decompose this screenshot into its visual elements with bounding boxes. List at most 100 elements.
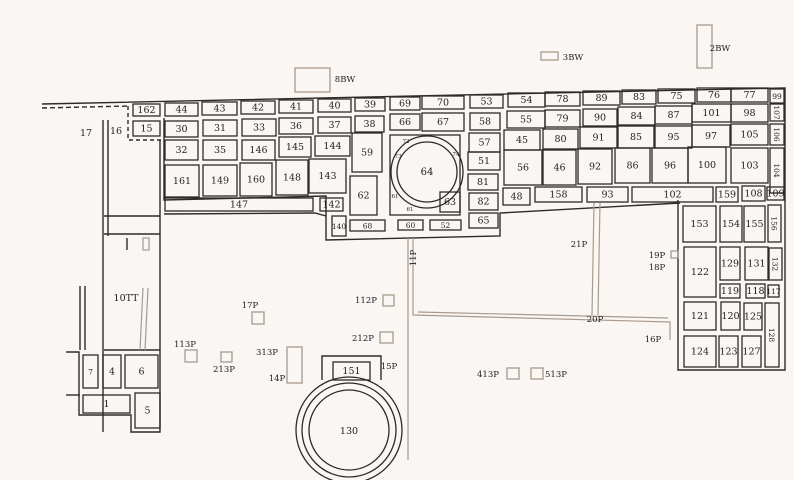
pavilion-label: 18P [649, 263, 666, 273]
room-label: 54 [520, 95, 532, 106]
room-label: 140 [332, 222, 347, 231]
room-90: 90 [582, 108, 618, 127]
room-144: 144 [314, 135, 351, 157]
room-outline [421, 112, 465, 132]
pavilion-19P: 19P [649, 250, 679, 261]
room-label: 121 [691, 311, 709, 322]
room-label: 40 [328, 101, 340, 112]
room-label: 146 [249, 145, 267, 156]
room-label: 132 [771, 257, 780, 272]
room-48: 48 [502, 187, 531, 206]
room-label: 143 [318, 171, 336, 182]
room-outline [389, 96, 421, 111]
room-label: 33 [253, 123, 265, 134]
pavilion-outline [220, 351, 233, 363]
room-125: 125 [743, 302, 763, 331]
room-outline [102, 354, 122, 389]
pavilion-14P: 14P [269, 374, 286, 384]
room-outline [331, 215, 347, 237]
rotunda-sub-label: 74 [453, 152, 460, 158]
room-outline [719, 205, 743, 243]
room-outline [719, 283, 741, 299]
room-outline [354, 97, 386, 112]
room-label: 70 [437, 98, 449, 109]
arena-130 [295, 355, 403, 480]
room-label: 78 [556, 94, 568, 105]
room-outline [579, 126, 618, 149]
room-label: 149 [211, 176, 229, 187]
room-label: 35 [214, 145, 226, 156]
room-outline [240, 100, 276, 115]
room-label: 30 [175, 124, 187, 135]
pavilion-outline [382, 294, 395, 307]
room-outline [730, 123, 769, 146]
room-59: 59 [351, 132, 383, 173]
room-outline [730, 87, 769, 103]
room-outline [769, 147, 785, 194]
pavilion-outline [251, 311, 265, 325]
room-label: 42 [252, 103, 264, 114]
room-label: 36 [290, 121, 302, 132]
room-155: 155 [743, 205, 766, 243]
room-label: 43 [213, 104, 225, 115]
room-4: 4 [102, 354, 122, 389]
room-label: 122 [691, 267, 709, 278]
room-99: 99 [769, 88, 785, 104]
room-outline [764, 302, 780, 368]
pavilion-outline [530, 367, 544, 380]
pavilion-label: 2BW [710, 44, 731, 54]
pavilion-outline [286, 346, 303, 384]
room-104: 104 [769, 147, 785, 194]
room-outline [577, 148, 613, 185]
pavilion-label: 17P [242, 301, 259, 311]
room-121: 121 [683, 301, 717, 331]
room-label: 124 [691, 347, 709, 358]
room-119: 119 [719, 283, 741, 299]
room-89: 89 [582, 90, 621, 106]
pavilion-21P: 21P [571, 240, 588, 250]
room-outline [657, 88, 696, 104]
room-107: 107 [769, 103, 785, 122]
pavilion-18P: 18P [649, 263, 666, 273]
pavilion-label: 112P [355, 296, 377, 306]
room-outline [542, 149, 577, 186]
pavilion-413P: 413P [477, 367, 520, 380]
room-35: 35 [202, 139, 238, 161]
pavilion-outline [696, 24, 713, 69]
room-outline [239, 162, 273, 197]
pavilion-313P: 313P [256, 346, 303, 384]
room-142: 142 [319, 197, 344, 212]
room-outline [468, 212, 499, 229]
room-outline [82, 354, 99, 389]
pavilion-label: 11P [409, 249, 419, 266]
room-label: 81 [477, 177, 489, 188]
room-label: 103 [740, 161, 758, 172]
room-33: 33 [241, 118, 277, 137]
room-131: 131 [744, 246, 769, 281]
room-outline [502, 187, 531, 206]
pavilion-outline [540, 51, 559, 61]
room-label: 86 [626, 161, 638, 172]
room-label: 41 [290, 102, 302, 113]
room-62: 62 [349, 175, 378, 216]
room-label: 56 [517, 163, 529, 174]
room-label: 102 [663, 190, 681, 201]
room-outline [744, 246, 769, 281]
room-label: 83 [633, 92, 645, 103]
room-66: 66 [389, 113, 421, 131]
room-55: 55 [506, 110, 546, 129]
room-label: 84 [630, 111, 642, 122]
room-83: 83 [621, 89, 657, 105]
room-label: 142 [322, 200, 340, 211]
pavilion-outline [670, 250, 679, 259]
room-outline [683, 301, 717, 331]
room-outline [275, 159, 309, 196]
room-label: 99 [772, 92, 782, 101]
room-label: 4 [109, 367, 115, 378]
room-label: 127 [742, 347, 760, 358]
room-outline [351, 132, 383, 173]
room-label: 96 [664, 161, 676, 172]
room-149: 149 [202, 164, 238, 197]
